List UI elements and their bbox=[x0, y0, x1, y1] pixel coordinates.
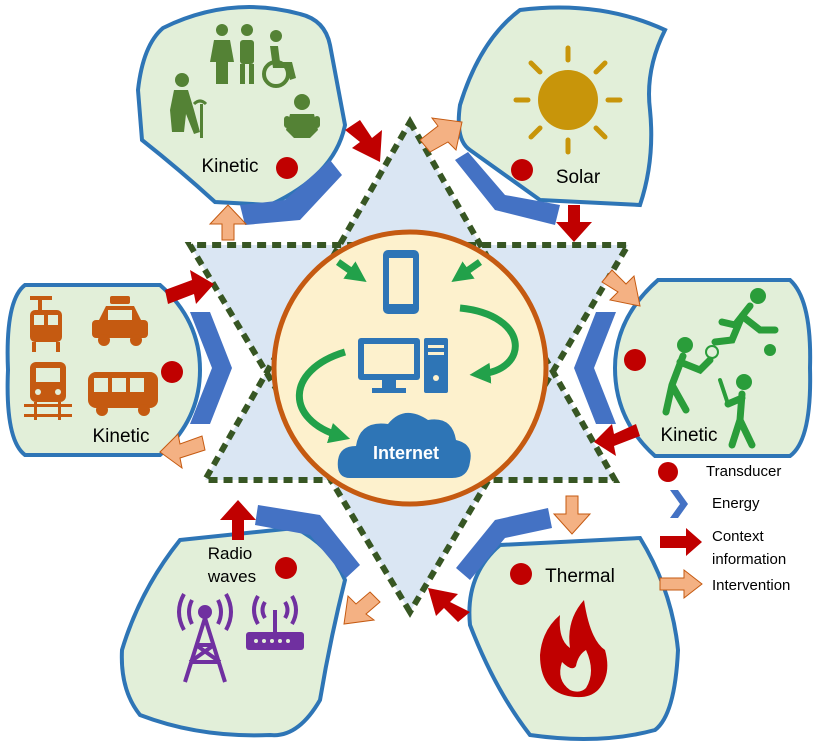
energy-chevron-top-right bbox=[455, 152, 560, 225]
curved-arrow-left-icon bbox=[295, 348, 351, 444]
tram-icon bbox=[30, 296, 62, 352]
legend-context-label-line2: information bbox=[712, 551, 786, 568]
legend-transducer-label: Transducer bbox=[706, 463, 781, 480]
node-label-line1: Radio bbox=[208, 544, 252, 563]
curved-arrow-right-icon bbox=[459, 304, 519, 384]
node-label: Solar bbox=[556, 167, 601, 188]
intervention-arrow-right bbox=[601, 269, 641, 307]
node-label: Thermal bbox=[545, 566, 615, 587]
internet-hub: Internet bbox=[271, 229, 549, 507]
node-thermal: Thermal bbox=[467, 535, 681, 741]
node-label: Kinetic bbox=[92, 426, 149, 447]
arrow-in-right-icon bbox=[451, 259, 483, 283]
node-kinetic-sports: Kinetic bbox=[612, 278, 813, 458]
smartphone-icon bbox=[383, 250, 419, 314]
context-arrows bbox=[165, 120, 702, 622]
energy-chevron-left bbox=[190, 312, 232, 424]
desktop-computer-icon bbox=[358, 338, 448, 393]
sports-icons bbox=[662, 288, 779, 449]
internet-label: Internet bbox=[373, 443, 439, 463]
energy-chevrons bbox=[190, 152, 616, 580]
context-arrow-bottom-right bbox=[428, 588, 470, 622]
tennis-player-icon bbox=[662, 337, 719, 416]
legend-intervention-arrow bbox=[659, 568, 703, 600]
node-kinetic-people: Kinetic bbox=[135, 5, 348, 208]
node-label: Kinetic bbox=[660, 425, 717, 446]
transducer-marker bbox=[276, 157, 298, 179]
transducer-marker bbox=[511, 159, 533, 181]
energy-chevron-bottom-right bbox=[456, 508, 552, 580]
intervention-arrow-top-right bbox=[419, 117, 463, 153]
energy-chevron-right bbox=[574, 312, 616, 424]
transducer-marker bbox=[624, 349, 646, 371]
context-arrow-bottom-left bbox=[220, 500, 256, 540]
energy-chevron-top-left bbox=[240, 160, 342, 225]
node-radio-waves: Radio waves bbox=[119, 525, 348, 738]
legend-intervention-label: Intervention bbox=[712, 577, 790, 594]
wifi-router-icon bbox=[246, 595, 304, 650]
runner-icon bbox=[711, 288, 779, 356]
legend-context-label-line1: Context bbox=[712, 528, 765, 545]
node-solar: Solar bbox=[456, 5, 668, 208]
legend-energy-chevron bbox=[670, 490, 688, 518]
node-kinetic-transport: Kinetic bbox=[5, 283, 203, 457]
bus-icon bbox=[88, 372, 158, 416]
context-arrow-top-left bbox=[345, 120, 382, 162]
legend-energy-label: Energy bbox=[712, 495, 760, 512]
intervention-arrow-top-left bbox=[208, 204, 248, 241]
intervention-arrow-bottom-left bbox=[343, 591, 381, 625]
legend-transducer-marker bbox=[658, 462, 678, 482]
intervention-arrow-bottom-right bbox=[552, 495, 592, 535]
taxi-icon bbox=[92, 296, 148, 346]
intervention-arrows bbox=[159, 117, 703, 625]
intervention-arrow-left bbox=[159, 432, 206, 470]
cloud-icon bbox=[337, 412, 471, 478]
radio-tower-icon bbox=[177, 593, 233, 683]
context-arrow-right bbox=[594, 424, 640, 456]
arrow-in-left-icon bbox=[335, 259, 367, 283]
sun-icon bbox=[513, 45, 623, 155]
legend-context-arrow bbox=[660, 528, 702, 556]
people-icons bbox=[170, 24, 320, 138]
green-flow-arrows bbox=[295, 259, 519, 444]
flame-icon bbox=[540, 600, 608, 698]
node-label: Kinetic bbox=[201, 156, 258, 177]
legend: Transducer Energy Context information In… bbox=[658, 462, 790, 594]
baseball-player-icon bbox=[718, 374, 756, 449]
transducer-marker bbox=[275, 557, 297, 579]
node-label-line2: waves bbox=[207, 567, 256, 586]
transducer-marker bbox=[510, 563, 532, 585]
train-icon bbox=[24, 362, 72, 420]
transducer-marker bbox=[161, 361, 183, 383]
transport-icons bbox=[24, 296, 158, 420]
context-arrow-top-right bbox=[556, 205, 592, 242]
energy-chevron-bottom-left bbox=[255, 505, 360, 578]
context-arrow-left bbox=[165, 270, 214, 304]
